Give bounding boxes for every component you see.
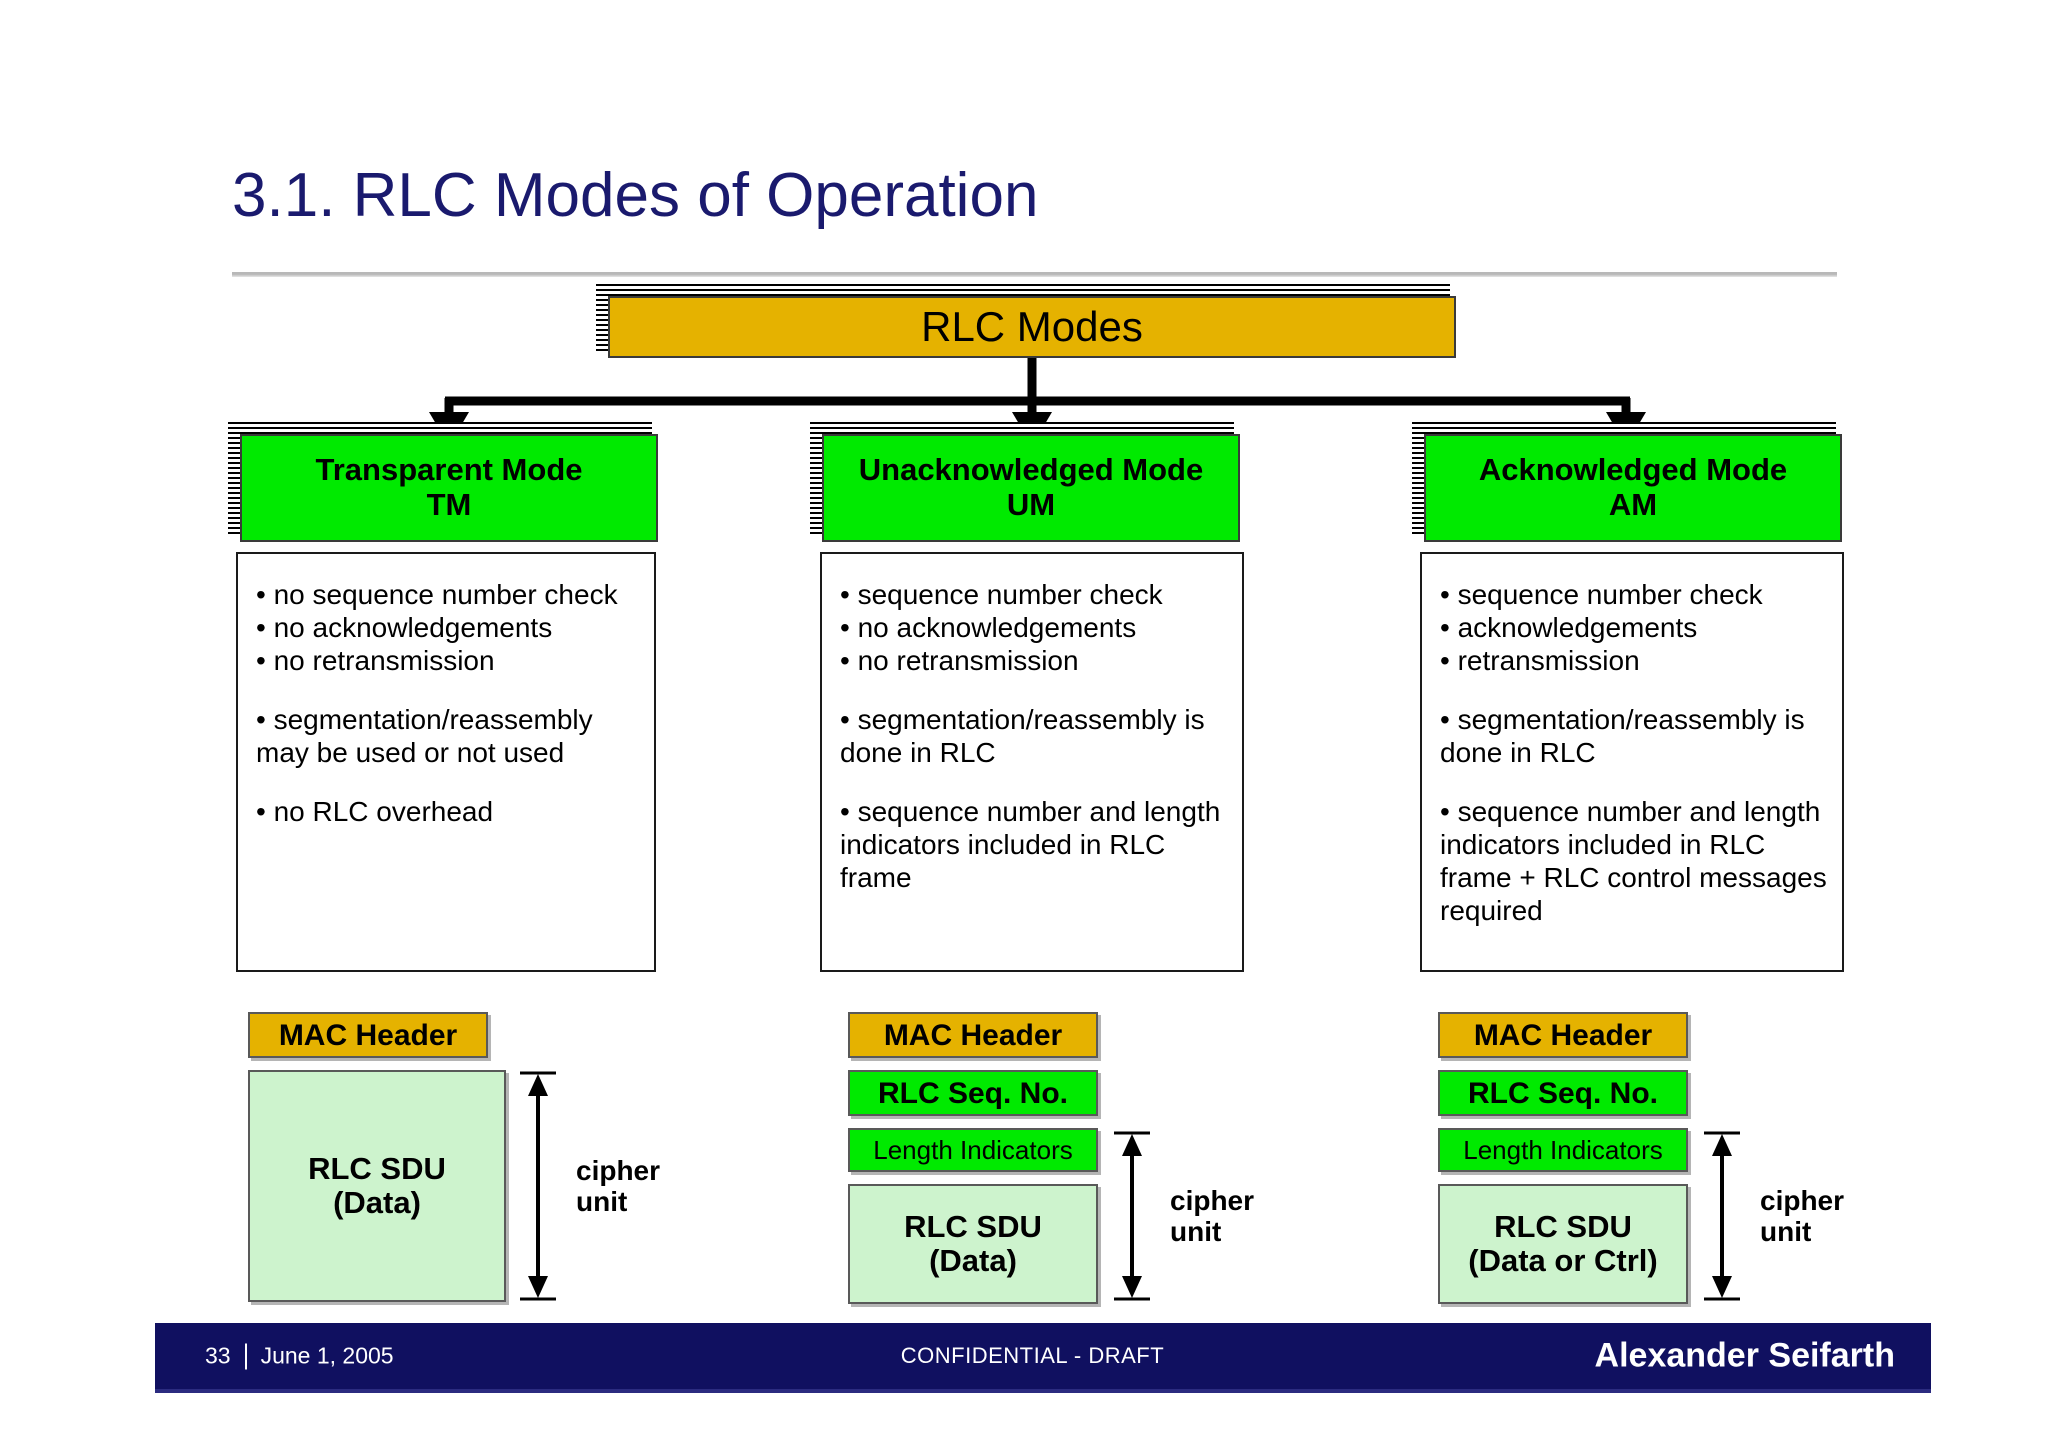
block-spacer (848, 1058, 1098, 1070)
pdu-stack-am: MAC Header RLC Seq. No. Length Indicator… (1438, 1012, 1844, 1304)
cipher-label-line1: cipher (1170, 1184, 1255, 1216)
cipher-unit-label: cipher unit (1170, 1185, 1254, 1248)
description-box-am: • sequence number check • acknowledgemen… (1420, 552, 1844, 972)
rlc-sdu-block: RLC SDU (Data or Ctrl) (1438, 1184, 1688, 1304)
mode-title: Unacknowledged Mode (858, 452, 1204, 488)
cipher-label-line2: unit (1170, 1216, 1222, 1247)
mode-node-label: Unacknowledged Mode UM (822, 434, 1240, 542)
block-spacer (1438, 1058, 1688, 1070)
mode-node-unacknowledged: Unacknowledged Mode UM (810, 422, 1240, 542)
mode-abbr: UM (1006, 487, 1056, 522)
cipher-label-line2: unit (1760, 1216, 1812, 1247)
bullet-line: • no sequence number check (256, 579, 618, 610)
sdu-line-1: RLC SDU (308, 1150, 446, 1186)
cipher-range-arrow (520, 1071, 556, 1301)
bullet-gap (256, 677, 640, 703)
cipher-range-arrow (1704, 1131, 1740, 1301)
page-title: 3.1. RLC Modes of Operation (232, 161, 1039, 230)
title-divider (232, 272, 1837, 277)
rlc-modes-node: RLC Modes (596, 284, 1456, 358)
footer-bar: 33 June 1, 2005 CONFIDENTIAL - DRAFT Ale… (155, 1323, 1931, 1393)
rlc-seq-no-block: RLC Seq. No. (1438, 1070, 1688, 1116)
mode-node-label: Acknowledged Mode AM (1424, 434, 1842, 542)
bullet-line: • no acknowledgements (256, 612, 553, 644)
cipher-unit-annotation-tm: cipher unit (516, 1070, 660, 1302)
sdu-line-2: (Data) (333, 1185, 421, 1220)
rlc-sdu-block: RLC SDU (Data) (848, 1184, 1098, 1304)
mode-node-transparent: Transparent Mode TM (228, 422, 658, 542)
length-indicators-block: Length Indicators (848, 1128, 1098, 1172)
mode-node-acknowledged: Acknowledged Mode AM (1412, 422, 1842, 542)
bullet-line: • segmentation/reassembly may be used or… (256, 704, 593, 769)
block-spacer (848, 1116, 1098, 1128)
rlc-seq-no-block: RLC Seq. No. (848, 1070, 1098, 1116)
bullet-gap (840, 677, 1228, 703)
rlc-sdu-block: RLC SDU (Data) (248, 1070, 506, 1302)
rlc-modes-label: RLC Modes (608, 296, 1456, 358)
block-spacer (1438, 1172, 1688, 1184)
confidentiality-notice: CONFIDENTIAL - DRAFT (900, 1343, 1165, 1368)
cipher-unit-label: cipher unit (1760, 1185, 1844, 1248)
bullet-line: • retransmission (1440, 645, 1640, 677)
bullet-line: • segmentation/reassembly is done in RLC (1440, 704, 1805, 769)
bullet-line: • no RLC overhead (256, 796, 494, 828)
sdu-line-1: RLC SDU (904, 1208, 1042, 1244)
bullet-gap (1440, 769, 1828, 795)
footer-divider (244, 1343, 247, 1369)
block-spacer (248, 1058, 506, 1070)
pdu-stack-tm: MAC Header RLC SDU (Data) cipher unit (248, 1012, 660, 1302)
bullet-line: • sequence number check (1440, 579, 1763, 610)
sdu-line-2: (Data or Ctrl) (1468, 1243, 1658, 1278)
mode-title: Acknowledged Mode (1478, 452, 1788, 488)
cipher-label-line2: unit (576, 1186, 628, 1217)
mac-header-block: MAC Header (848, 1012, 1098, 1058)
cipher-unit-annotation-um: cipher unit (1110, 1130, 1254, 1302)
mac-header-block: MAC Header (248, 1012, 488, 1058)
mode-node-label: Transparent Mode TM (240, 434, 658, 542)
bullet-line: • sequence number and length indicators … (1440, 796, 1827, 927)
cipher-unit-annotation-am: cipher unit (1700, 1130, 1844, 1302)
bullet-line: • no acknowledgements (840, 612, 1137, 644)
cipher-unit-label: cipher unit (576, 1155, 660, 1218)
footer-date: June 1, 2005 (260, 1342, 394, 1369)
mode-abbr: AM (1608, 487, 1658, 522)
bullet-line: • segmentation/reassembly is done in RLC (840, 704, 1205, 769)
bullet-line: • sequence number and length indicators … (840, 796, 1221, 894)
bullet-line: • acknowledgements (1440, 612, 1698, 644)
bullet-line: • no retransmission (256, 645, 495, 677)
length-indicators-block: Length Indicators (1438, 1128, 1688, 1172)
mac-header-block: MAC Header (1438, 1012, 1688, 1058)
author-name: Alexander Seifarth (1594, 1336, 1895, 1375)
block-spacer (848, 1172, 1098, 1184)
bullet-gap (1440, 677, 1828, 703)
bullet-line: • no retransmission (840, 645, 1079, 677)
description-box-um: • sequence number check • no acknowledge… (820, 552, 1244, 972)
block-spacer (1438, 1116, 1688, 1128)
bullet-line: • sequence number check (840, 579, 1163, 610)
sdu-line-1: RLC SDU (1494, 1208, 1632, 1244)
mode-title: Transparent Mode (315, 452, 583, 488)
footer-left-group: 33 June 1, 2005 (205, 1343, 394, 1370)
sdu-line-2: (Data) (929, 1243, 1017, 1278)
bullet-gap (256, 769, 640, 795)
cipher-label-line1: cipher (1760, 1184, 1845, 1216)
mode-abbr: TM (426, 487, 472, 522)
cipher-range-arrow (1114, 1131, 1150, 1301)
bullet-gap (840, 769, 1228, 795)
cipher-label-line1: cipher (576, 1154, 661, 1186)
pdu-stack-um: MAC Header RLC Seq. No. Length Indicator… (848, 1012, 1254, 1304)
page-number: 33 (205, 1342, 231, 1369)
description-box-tm: • no sequence number check • no acknowle… (236, 552, 656, 972)
